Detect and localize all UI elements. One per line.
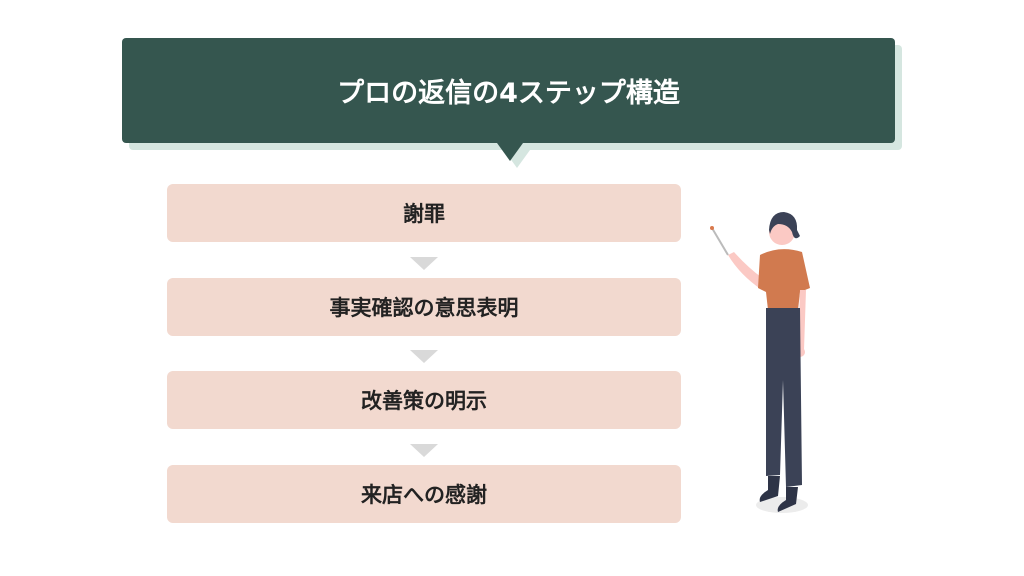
page-title: プロの返信の4ステップ構造 (337, 78, 680, 109)
step-label: 改善策の明示 (361, 389, 487, 413)
down-arrow-icon (410, 257, 438, 270)
banner-pointer (497, 143, 523, 161)
step-label: 事実確認の意思表明 (329, 296, 519, 320)
shoe (777, 487, 798, 512)
hair (769, 212, 800, 239)
step-label: 来店への感謝 (361, 483, 487, 507)
step-1: 謝罪 (167, 184, 681, 242)
shirt (758, 249, 810, 310)
pointer-stick (711, 227, 729, 256)
presenter-illustration (710, 212, 810, 513)
pointer-tip (710, 226, 714, 230)
trousers (766, 308, 802, 487)
title-banner: プロの返信の4ステップ構造 (122, 38, 895, 143)
step-label: 謝罪 (403, 202, 445, 226)
down-arrow-icon (410, 444, 438, 457)
raised-arm (728, 252, 768, 290)
step-3: 改善策の明示 (167, 371, 681, 429)
shoe (759, 476, 780, 502)
down-arrow-icon (410, 350, 438, 363)
step-2: 事実確認の意思表明 (167, 278, 681, 336)
step-4: 来店への感謝 (167, 465, 681, 523)
